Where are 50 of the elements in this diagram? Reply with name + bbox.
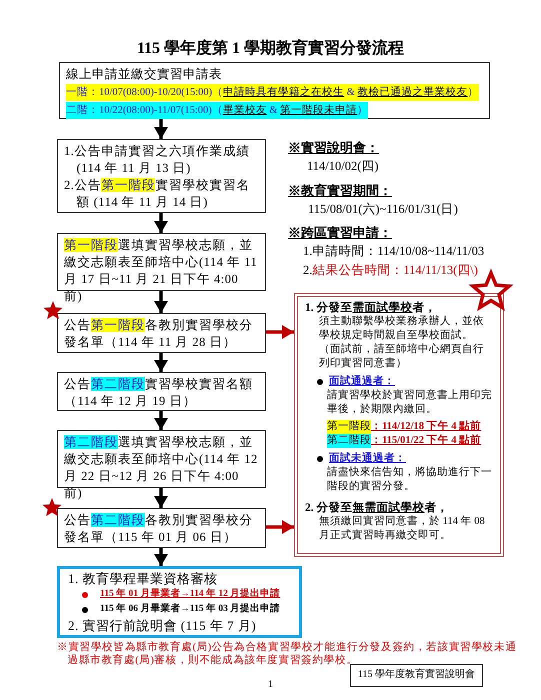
box-heading: 線上申請並繳交實習申請表 xyxy=(66,66,222,83)
notice-heading: 1. 分發至需面試學校者， xyxy=(305,301,438,315)
process-box xyxy=(57,508,266,548)
box-text: 2.公告第一階段實習學校實習名額 (114 年 11 月 14 日) xyxy=(64,177,251,211)
info-text: 115/08/01(六)~116/01/31(日) xyxy=(308,201,458,217)
arrow xyxy=(154,411,168,430)
bullet-heading: 面試通過者： xyxy=(329,375,395,389)
process-box xyxy=(57,372,266,411)
box-text: 第一階段選填實習學校志願，並繳交志願表至師培中心(114 年 11 月 17 日~11 月 21 日下午 4:00 前) xyxy=(64,237,258,305)
process-box xyxy=(57,313,266,353)
box-text: 公告第二階段實習學校實習名額（114 年 12 月 19 日） xyxy=(64,376,254,410)
bullet-heading: 面試未通過者： xyxy=(329,452,406,466)
arrow xyxy=(154,548,168,566)
box-text: 公告第二階段各教別實習學校分發名單（115 年 01 月 06 日） xyxy=(64,512,254,546)
box-text: 2. 實習行前說明會 (115 年 7 月) xyxy=(68,617,258,634)
info-heading: ※實習說明會： xyxy=(288,140,379,156)
notice-text: 無須繳回實習同意書，於 114 年 08 月正式實習時再繳交即可。 xyxy=(318,515,486,543)
bullet-text: 115 年 06 月畢業者→115 年 03 月提出申請 xyxy=(100,602,280,616)
process-box xyxy=(57,139,266,213)
box-text: 1.公告申請實習之六項作業成績 (114 年 11 月 13 日) xyxy=(64,143,251,177)
notice-text: 須主動聯繫學校業務承辦人，並依學校規定時間親自至學校面試。（面試前，請至師培中心網頁自行列印實習同意書） xyxy=(318,315,485,371)
box-text: 第二階段選填實習學校志願，並繳交志願表至師培中心(114 年 12 月 22 日~12 月 26 日下午 4:00 前) xyxy=(64,434,259,502)
info-heading: ※跨區實習申請： xyxy=(288,225,392,241)
arrow xyxy=(154,213,168,233)
notice-heading: 2. 分發至無需面試學校者， xyxy=(305,501,450,515)
arrow xyxy=(154,291,168,313)
footer-text: 115 學年度教育實習說明會 xyxy=(356,668,476,682)
review-box xyxy=(57,566,302,638)
info-text: 1.申請時間：114/10/08~114/11/03 xyxy=(303,243,484,259)
notice-text: 請盡快來信告知，將協助進行下一階段的實習分發。 xyxy=(326,466,493,494)
deadline-line: 第二階段：115/01/22 下午 4 點前 xyxy=(326,434,482,448)
notice-text: 請實習學校於實習同意書上用印完畢後，於期限內繳回。 xyxy=(326,389,493,417)
application-box xyxy=(59,62,490,119)
footnote: ※實習學校皆為縣市教育處(局)公告為合格實習學校才能進行分發及簽約，若該實習學校未通過縣市教育處(局)審核，則不能成為該年度實習簽約學校。 xyxy=(57,641,518,667)
arrow xyxy=(266,325,294,339)
box-text: 公告第一階段各教別實習學校分發名單（114 年 11 月 28 日） xyxy=(64,317,254,351)
page-number: 1 xyxy=(268,678,273,692)
arrow xyxy=(154,353,168,372)
arrow xyxy=(154,119,168,139)
deadline-line: 第一階段：114/12/18 下午 4 點前 xyxy=(326,420,482,434)
box-text: 1. 教育學程畢業資格審核 xyxy=(68,570,218,587)
notice-box xyxy=(294,293,504,557)
info-text: 2.結果公告時間：114/11/13(四\) xyxy=(303,262,478,278)
footer-box xyxy=(350,664,483,687)
arrow xyxy=(154,488,168,508)
info-text: 114/10/02(四) xyxy=(307,158,379,174)
info-heading: ※教育實習期間： xyxy=(288,183,392,199)
bullet-text: 115 年 01 月畢業者→114 年 12 月提出申請 xyxy=(100,587,280,601)
diagram-title: 115 學年度第 1 學期教育實習分發流程 xyxy=(136,38,406,59)
arrow xyxy=(266,520,294,534)
